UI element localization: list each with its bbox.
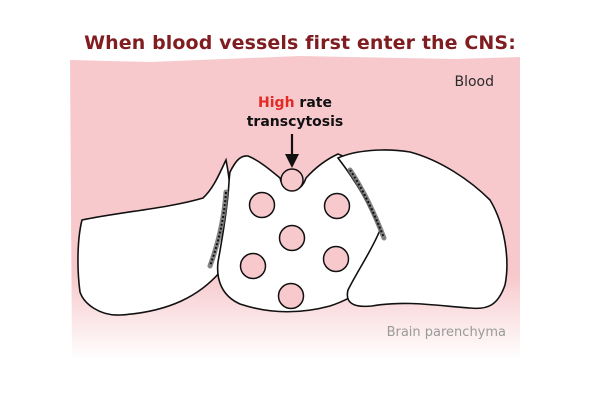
page-title: When blood vessels first enter the CNS: — [84, 32, 516, 54]
vesicle-6 — [277, 282, 305, 310]
annotation-line1-rest: rate — [294, 95, 332, 111]
vesicle-1 — [248, 191, 276, 219]
vesicle-3 — [278, 224, 306, 252]
annotation-highlight: High — [258, 95, 295, 111]
vesicle-2 — [323, 192, 351, 220]
annotation-arrow-head — [285, 154, 299, 168]
vesicle-pit — [280, 168, 304, 192]
right-tight-junction-dots — [349, 169, 385, 239]
left-tight-junction-dots — [209, 191, 227, 267]
blood-label: Blood — [454, 74, 494, 90]
brain-parenchyma-label: Brain parenchyma — [386, 325, 506, 340]
right-endothelial-cell — [336, 149, 508, 310]
vesicle-4 — [239, 252, 267, 280]
vesicle-5 — [322, 245, 350, 273]
annotation-line2: transcytosis — [246, 114, 344, 130]
transcytosis-annotation: High rate transcytosis — [220, 94, 370, 132]
